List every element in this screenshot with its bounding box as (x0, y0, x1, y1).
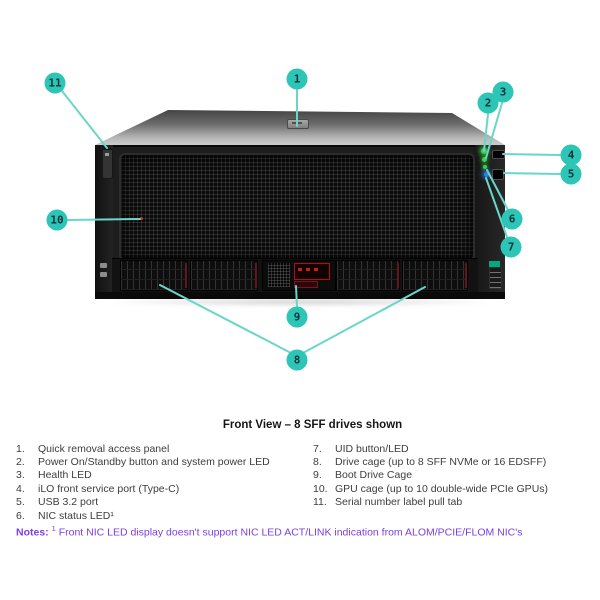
legend-num: 8. (313, 456, 322, 469)
drop-shadow (100, 298, 500, 306)
legend-item: 5. USB 3.2 port (16, 496, 296, 509)
legend-text: Health LED (38, 469, 92, 482)
legend-num: 2. (16, 456, 25, 469)
chassis-bottom-strip (95, 292, 505, 299)
legend-item: 11. Serial number label pull tab (313, 496, 597, 509)
legend-num: 9. (313, 469, 322, 482)
callout-badge-10: 10 (46, 209, 68, 231)
drive-cage (190, 260, 258, 291)
ear-label-mark (100, 263, 107, 268)
boot-cage-fan-grille (268, 263, 290, 287)
callout-badge-3: 3 (492, 81, 514, 103)
legend-item: 4. iLO front service port (Type-C) (16, 482, 296, 495)
notes-label: Notes: (16, 526, 49, 539)
health-led (482, 157, 487, 162)
figure-caption: Front View – 8 SFF drives shown (222, 419, 403, 431)
legend-item: 2. Power On/Standby button and system pow… (16, 455, 296, 468)
legend-num: 1. (16, 442, 25, 455)
callout-badge-4: 4 (560, 144, 582, 166)
legend-column-left: 1. Quick removal access panel 2. Power On/… (16, 442, 296, 522)
ear-label-mark (100, 272, 107, 277)
legend-item: 1. Quick removal access panel (16, 442, 296, 455)
legend-item: 10. GPU cage (up to 10 double-wide PCIe G… (313, 482, 597, 495)
drive-cage (336, 260, 400, 291)
legend-item: 6. NIC status LED¹ (16, 509, 296, 522)
callout-badge-8: 8 (286, 349, 308, 371)
legend-num: 10. (313, 482, 328, 495)
callout-badge-7: 7 (500, 236, 522, 258)
boot-drive-cage (262, 260, 336, 291)
legend-num: 7. (313, 442, 322, 455)
legend-num: 3. (16, 469, 25, 482)
ilo-service-port (492, 150, 505, 159)
legend-text: UID button/LED (335, 442, 409, 455)
drive-cage (120, 260, 188, 291)
notes-line: Notes: 1 Front NIC LED display doesn't s… (16, 524, 523, 539)
legend-text: GPU cage (up to 10 double-wide PCIe GPUs… (335, 482, 549, 495)
legend-item: 8. Drive cage (up to 8 SFF NVMe or 16 EDS… (313, 455, 597, 468)
legend-num: 6. (16, 509, 25, 522)
legend-text: Drive cage (up to 8 SFF NVMe or 16 EDSFF… (335, 456, 547, 469)
leader-line-4 (502, 153, 561, 156)
drive-cage (402, 260, 468, 291)
ear-green-sticker (489, 261, 500, 267)
serial-number-pull-tab (102, 149, 113, 179)
legend-text: Boot Drive Cage (335, 469, 413, 482)
callout-badge-9: 9 (286, 306, 308, 328)
boot-cage-red-accent (294, 281, 318, 288)
uid-led (484, 172, 489, 177)
legend-item: 3. Health LED (16, 469, 296, 482)
legend-text: iLO front service port (Type-C) (38, 482, 180, 495)
callout-badge-1: 1 (286, 68, 308, 90)
legend-item: 7. UID button/LED (313, 442, 597, 455)
grille-red-led (140, 217, 143, 220)
ear-spec-label (489, 267, 502, 289)
legend-num: 4. (16, 482, 25, 495)
leader-line-11 (61, 90, 108, 149)
nic-status-led (483, 165, 487, 169)
boot-cage-display (294, 263, 330, 280)
callout-badge-5: 5 (560, 163, 582, 185)
usb-port (492, 169, 504, 180)
callout-badge-11: 11 (44, 72, 66, 94)
notes-text: Front NIC LED display doesn't support NI… (58, 526, 523, 539)
legend-text: NIC status LED¹ (38, 509, 114, 522)
legend-num: 11. (313, 496, 327, 509)
legend-text: Quick removal access panel (38, 442, 170, 455)
legend-num: 5. (16, 496, 25, 509)
leader-line-5 (503, 172, 561, 175)
legend-text: Power On/Standby button and system power… (38, 456, 270, 469)
legend-text: USB 3.2 port (38, 496, 99, 509)
legend-column-right: 7. UID button/LED 8. Drive cage (up to 8 S… (313, 442, 597, 509)
notes-superscript: 1 (51, 524, 56, 533)
gpu-cage-grille (119, 153, 475, 261)
power-button-led (481, 148, 487, 154)
legend-item: 9. Boot Drive Cage (313, 469, 597, 482)
access-panel-latch (287, 119, 309, 129)
callout-badge-6: 6 (501, 208, 523, 230)
legend-text: Serial number label pull tab (335, 496, 463, 509)
